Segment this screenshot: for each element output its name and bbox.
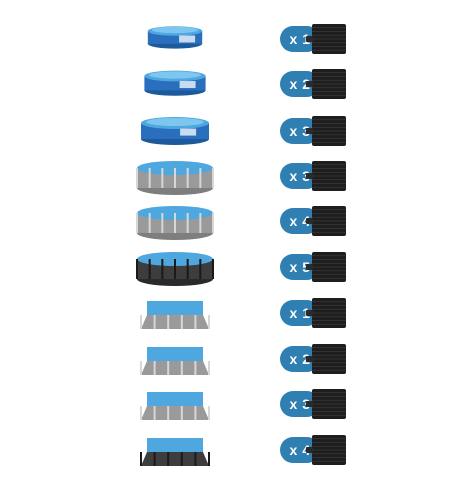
pool-image	[125, 245, 225, 289]
solar-mat-icon	[306, 389, 348, 419]
pool-row-2: x 2	[0, 62, 470, 106]
pool-image	[125, 62, 225, 106]
solar-mat-icon	[306, 344, 348, 374]
solar-mat-graphic	[306, 389, 346, 419]
pool-image	[125, 109, 225, 153]
pool-row-7: x 1	[0, 291, 470, 335]
solar-mat-icon	[306, 206, 348, 236]
pool-row-4: x 3	[0, 154, 470, 198]
solar-mat-icon	[306, 161, 348, 191]
pool-row-8: x 2	[0, 337, 470, 381]
pool-prism-frame-round-grey-icon	[136, 161, 214, 195]
pool-easy-set-round-icon	[144, 70, 206, 96]
pool-image	[125, 17, 225, 61]
solar-mat-graphic	[306, 161, 346, 191]
pool-row-1: x 1	[0, 17, 470, 61]
pool-image	[125, 154, 225, 198]
solar-mat-graphic	[306, 69, 346, 99]
pool-row-10: x 4	[0, 428, 470, 472]
mat-count-badge: x 3	[280, 163, 320, 189]
solar-mat-graphic	[306, 24, 346, 54]
solar-mat-icon	[306, 435, 348, 465]
pool-row-3: x 3	[0, 109, 470, 153]
pool-row-6: x 5	[0, 245, 470, 289]
solar-mat-graphic	[306, 206, 346, 236]
pool-image	[125, 291, 225, 335]
pool-prism-frame-round-grey-icon	[136, 206, 214, 240]
pool-prism-frame-rectangular-grey-icon	[140, 347, 210, 375]
solar-mat-graphic	[306, 344, 346, 374]
pool-image	[125, 428, 225, 472]
pool-image	[125, 337, 225, 381]
solar-mat-graphic	[306, 116, 346, 146]
solar-mat-graphic	[306, 435, 346, 465]
pool-row-5: x 4	[0, 199, 470, 243]
solar-mat-graphic	[306, 252, 346, 282]
solar-mat-icon	[306, 252, 348, 282]
pool-easy-set-round-icon	[147, 26, 203, 49]
solar-mat-icon	[306, 24, 348, 54]
solar-mat-icon	[306, 298, 348, 328]
solar-mat-icon	[306, 69, 348, 99]
pool-easy-set-round-icon	[141, 117, 209, 145]
solar-mat-graphic	[306, 298, 346, 328]
pool-image	[125, 199, 225, 243]
pool-prism-frame-rectangular-grey-icon	[140, 301, 210, 329]
solar-mat-icon	[306, 116, 348, 146]
pool-prism-frame-rectangular-grey-icon	[140, 392, 210, 420]
pool-row-9: x 3	[0, 382, 470, 426]
pool-image	[125, 382, 225, 426]
pool-ultra-xtr-rectangular-dark-icon	[140, 438, 210, 466]
pool-ultra-xtr-round-dark-icon	[136, 252, 214, 286]
